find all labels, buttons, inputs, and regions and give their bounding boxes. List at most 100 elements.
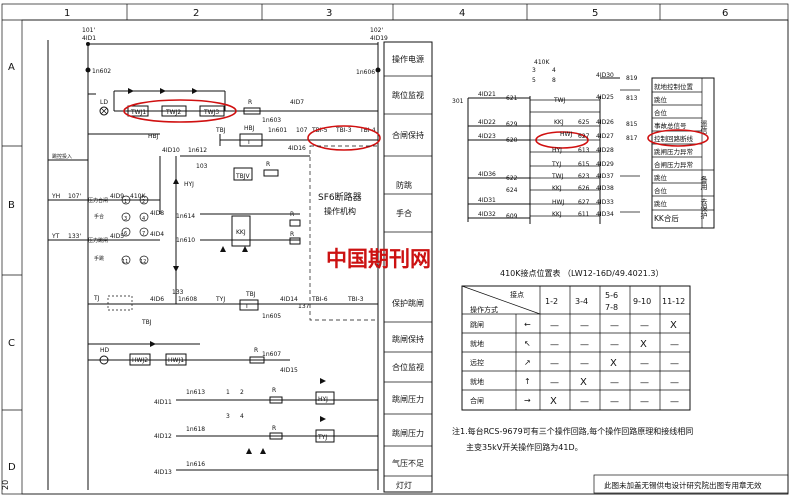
sig-row-6: 合闸压力异常 [654,160,693,169]
sig-row-5: 跳闸压力异常 [654,147,693,156]
node-4ID14: 4ID14 [280,296,298,303]
switch-3: 3 [226,413,230,420]
panel-label-close-monitor: 合位监视 [392,362,424,372]
node-1n607: 1n607 [262,351,281,358]
panel-label-trip-pressure-1: 跳闸压力 [392,394,424,404]
label-hyj: HYJ [184,181,194,188]
switch-mark-open: — [670,340,679,350]
switch-mark-open: — [550,340,559,350]
panel-label-lamp: 灯灯 [396,480,412,490]
label-tyj: TYJ [215,296,225,303]
pressure-circuits [176,378,378,471]
label-tbi-5: TBI-5 [311,127,328,134]
twj-highlight-ellipse [123,99,237,123]
sig-row-7: 跳位 [654,173,668,182]
label-tbi-4: TBI-4 [359,127,376,134]
node-107b: 107' [68,193,81,200]
switch-mark-open: — [640,321,649,331]
control-break-highlight-ellipse [647,129,709,147]
sig-627: 627 [578,133,590,140]
switch-row-name: 合闸 [470,396,484,405]
col-num-1: 1 [64,8,70,19]
sig-620: 620 [506,137,518,144]
switch-mark-open: — [670,378,679,388]
label-r3: R [290,211,294,218]
switch-row-arrow: ↖ [524,339,531,348]
control-buses [47,40,379,490]
label-tbj-3: TBJ [141,319,152,326]
sf6-title: SF6断路器 [318,191,362,203]
sig-contact-8: 8 [552,77,556,84]
label-r4: R [290,231,294,238]
label-yt: YT [51,233,60,240]
contact-7: 7 [142,231,145,237]
switch-col-3a: 5-6 [605,291,618,300]
switch-row-arrow: ← [524,320,531,329]
node-1n602: 1n602 [92,68,111,75]
sig-813: 813 [626,95,638,102]
terminal-dot [375,67,381,73]
title-block-strip [593,474,789,494]
label-tj: TJ [93,295,100,302]
contact-1: 1 [124,199,127,205]
switch-mark-open: — [550,321,559,331]
close-hold-circuit [88,133,378,300]
switch-row-arrow: ↑ [524,377,531,386]
label-pressure-close: 压力合闸 [88,197,108,204]
switch-mark-open: — [580,321,589,331]
label-tyj-coil: TYJ [317,434,327,441]
sig-817: 817 [626,135,638,142]
sig-4ID25: 4ID25 [596,94,614,101]
note-line-2: 主变35kV开关操作回路为41D。 [466,442,583,452]
node-4ID13: 4ID13 [154,469,172,476]
sig-side-to-protection: 去保护 [700,197,708,220]
sig-625: 625 [578,119,590,126]
sig-row-9: 跳位 [654,199,668,208]
sig-629: 629 [506,121,518,128]
label-yh: YH [51,193,60,200]
node-1n608: 1n608 [178,296,197,303]
switch-mark-closed: X [610,358,617,369]
col-num-5: 5 [592,8,598,19]
row-letter-d: D [8,462,16,473]
sf6-subtitle: 操作机构 [324,206,356,216]
label-hwj1: HWJ1 [168,357,184,364]
label-pressure-trip: 压力跳闸 [88,237,108,244]
switch-mark-closed: X [670,320,677,331]
row-letter-b: B [8,200,15,211]
switch-mark-open: — [580,340,589,350]
node-1n612: 1n612 [188,147,207,154]
sig-301: 301 [452,98,464,105]
node-1n603: 1n603 [262,117,281,124]
label-r1: R [248,99,252,106]
sig-4ID36: 4ID36 [478,171,496,178]
switch-mark-open: — [670,397,679,407]
sig-4ID30: 4ID30 [596,72,614,79]
switch-mark-open: — [640,359,649,369]
remote-inputs [48,159,160,265]
sig-626: 626 [578,185,590,192]
label-i1: I [248,139,250,146]
sig-hyj: HYJ [552,147,562,154]
sig-twj-b: TWJ [551,173,564,180]
node-133: 133' [68,233,81,240]
switch-4: 4 [240,413,244,420]
switch-row-name: 就地 [470,339,484,348]
switch-1: 1 [226,389,230,396]
switch-mark-open: — [580,397,589,407]
sig-row-2: 合位 [654,108,668,117]
label-r2: R [266,161,270,168]
sig-contact-4: 4 [552,67,556,74]
node-4ID15: 4ID15 [280,367,298,374]
sig-side-spare: 备用 [700,175,708,191]
sig-621: 621 [506,95,518,102]
label-tbi-6: TBI-6 [311,296,328,303]
col-num-2: 2 [193,8,199,19]
tbi-highlight-ellipse [307,125,381,151]
switch-mark-closed: X [640,339,647,350]
switch-table-title: 410K接点位置表 （LW12-16D/49.4021.3） [500,268,664,278]
sig-815: 815 [626,121,638,128]
label-410k-a: 410K [130,193,146,200]
sig-611: 611 [578,211,590,218]
